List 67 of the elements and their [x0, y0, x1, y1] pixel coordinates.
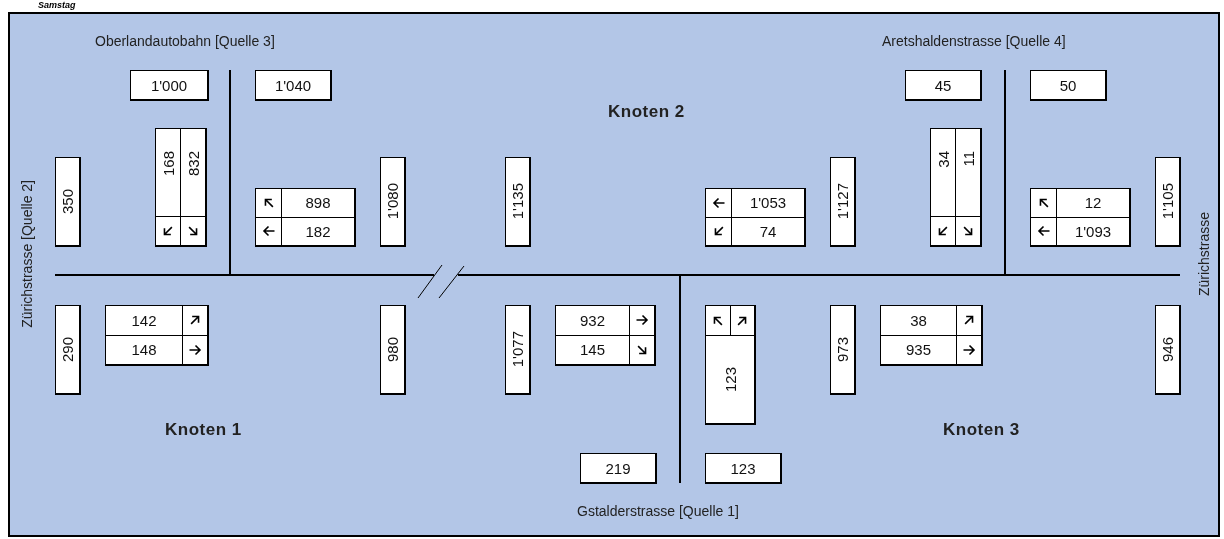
- count-value: 1'053: [749, 195, 787, 211]
- count-box: [505, 157, 531, 247]
- count-value: 832: [185, 151, 201, 177]
- count-value: 1'077: [510, 331, 525, 368]
- count-box: [880, 305, 983, 366]
- count-box: [1155, 305, 1181, 395]
- junction-label: Knoten 2: [608, 102, 685, 122]
- count-box: [55, 305, 81, 395]
- count-box: [1030, 70, 1107, 101]
- count-box: [380, 305, 406, 395]
- count-value: 1'080: [385, 183, 400, 220]
- count-value: 1'000: [150, 77, 188, 93]
- count-value: 11: [960, 151, 976, 167]
- count-value: 350: [60, 189, 75, 214]
- count-value: 12: [1084, 195, 1102, 211]
- street-name: Oberlandautobahn [Quelle 3]: [95, 33, 275, 49]
- count-value: 1'040: [274, 77, 312, 93]
- count-value: 973: [835, 337, 850, 362]
- count-box: [380, 157, 406, 247]
- count-value: 219: [605, 460, 631, 476]
- junction-label: Knoten 3: [943, 420, 1020, 440]
- count-box: [1030, 188, 1131, 247]
- count-box: [155, 128, 207, 247]
- count-value: 1'135: [510, 183, 525, 220]
- street-name: Zürichstrasse [Quelle 2]: [19, 180, 35, 328]
- junction-label: Knoten 1: [165, 420, 242, 440]
- count-value: 980: [385, 337, 400, 362]
- count-box: [705, 188, 806, 247]
- street-name: Gstalderstrasse [Quelle 1]: [577, 503, 739, 519]
- count-box: [580, 453, 657, 484]
- street-name: Zürichstrasse: [1196, 212, 1212, 297]
- count-value: 1'093: [1074, 223, 1112, 239]
- count-value: 182: [305, 223, 331, 239]
- count-value: 38: [910, 312, 927, 328]
- count-value: 148: [131, 342, 157, 358]
- count-value: 1'105: [1160, 183, 1175, 220]
- count-box: [130, 70, 209, 101]
- count-box: [830, 157, 856, 247]
- title: Samstag: [38, 0, 76, 10]
- count-value: 34: [935, 151, 951, 168]
- count-box: [705, 305, 756, 425]
- count-value: 45: [934, 77, 952, 93]
- count-value: 142: [131, 312, 157, 328]
- count-box: [930, 128, 982, 247]
- count-value: 74: [759, 223, 777, 239]
- street-name: Aretshaldenstrasse [Quelle 4]: [882, 33, 1066, 49]
- count-value: 123: [722, 367, 738, 392]
- count-value: 935: [906, 342, 931, 358]
- count-value: 932: [580, 312, 605, 328]
- count-box: [105, 305, 209, 366]
- count-box: [555, 305, 656, 366]
- count-value: 168: [160, 151, 176, 177]
- count-value: 290: [60, 337, 75, 362]
- count-box: [505, 305, 531, 395]
- count-value: 898: [305, 195, 331, 211]
- count-value: 123: [730, 460, 756, 476]
- count-value: 50: [1059, 77, 1077, 93]
- count-value: 1'127: [835, 183, 850, 220]
- count-box: [55, 157, 81, 247]
- count-box: [905, 70, 982, 101]
- count-box: [705, 453, 782, 484]
- count-box: [830, 305, 856, 395]
- count-value: 145: [580, 342, 605, 358]
- count-box: [255, 188, 356, 247]
- count-box: [255, 70, 332, 101]
- count-box: [1155, 157, 1181, 247]
- count-value: 946: [1160, 337, 1175, 362]
